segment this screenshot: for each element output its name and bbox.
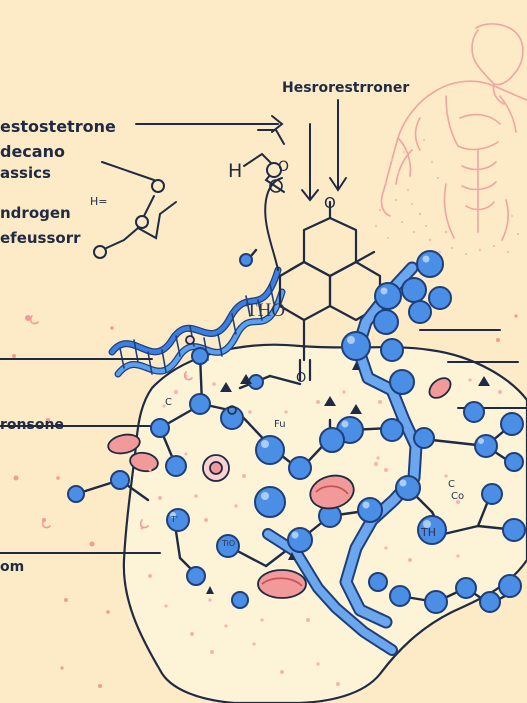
- label-small-co: Co: [451, 491, 465, 502]
- label-leader-lines: [0, 329, 527, 554]
- loose-particles: [12, 314, 518, 688]
- label-small-fu: Fu: [274, 419, 286, 430]
- torso-stipple: [374, 139, 520, 255]
- label-small-c2: C: [448, 479, 455, 490]
- label-left-mid-2: efeussorr: [0, 229, 81, 247]
- helix-link: [264, 177, 283, 271]
- label-ring-o2: O: [296, 371, 307, 386]
- label-small-tio: TiO: [222, 539, 236, 548]
- label-mol-h: H: [228, 160, 243, 182]
- label-ring-o: O: [324, 194, 336, 212]
- label-ring-text: THO: [246, 300, 286, 321]
- label-left-bottom: om: [0, 559, 25, 575]
- muscular-torso-icon: [380, 23, 527, 241]
- label-top-right: Hesrorestrroner: [282, 80, 410, 96]
- label-small-th: TH: [421, 526, 436, 539]
- organelles: [107, 335, 452, 599]
- atom-highlights: [170, 255, 484, 539]
- label-left-mid-1: ndrogen: [0, 204, 71, 222]
- label-left-lower: ronsone: [0, 417, 64, 433]
- label-left-title-3: assics: [0, 164, 51, 182]
- label-small-t: T': [171, 515, 179, 524]
- label-formula-h: H=: [90, 195, 108, 208]
- label-mol-o: O: [278, 159, 290, 175]
- small-molecule-icon: [93, 99, 347, 259]
- small-markers: [206, 362, 490, 594]
- label-small-c: C: [165, 397, 172, 408]
- pink-hooks: [29, 315, 193, 529]
- outline-circles: [227, 179, 283, 415]
- label-left-title-2: decano: [0, 142, 65, 161]
- cell-speckles: [140, 374, 502, 686]
- label-left-title-1: estostetrone: [0, 117, 116, 136]
- steroid-ring-icon: [278, 200, 382, 382]
